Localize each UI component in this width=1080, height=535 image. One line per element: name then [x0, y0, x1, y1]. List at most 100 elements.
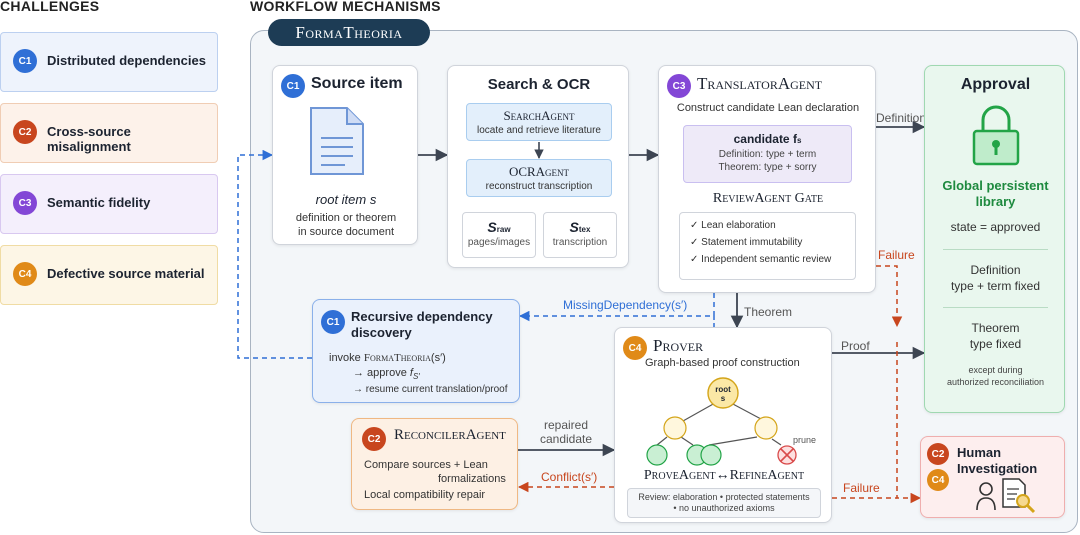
recursive-resume: → resume current translation/proof [353, 384, 508, 395]
ocr-agent-desc: reconstruct transcription [485, 181, 593, 192]
search-inner-arrow [534, 142, 544, 159]
label-definition: Definition [876, 111, 927, 125]
recursive-title-1: Recursive dependency [351, 309, 493, 324]
human-investigation-box: C2 C4 Human Investigation [920, 436, 1065, 518]
label-repaired-2: candidate [539, 432, 593, 446]
recursive-dependency-box: C1 Recursive dependency discovery invoke… [312, 299, 520, 403]
brand-tag: FormaTheoria [268, 19, 430, 46]
search-agent-desc: locate and retrieve literature [477, 125, 601, 136]
tex-box: Stex transcription [543, 212, 617, 258]
recursive-invoke: invoke FormaTheoria(s′) [329, 352, 446, 364]
review-checks-box: ✓ Lean elaboration ✓ Statement immutabil… [679, 212, 856, 280]
approval-thm-2: type fixed [969, 337, 1022, 351]
search-agent-box: SearchAgent locate and retrieve literatu… [466, 103, 612, 141]
label-failure-translator: Failure [878, 248, 915, 262]
library-title-1: Global persistent [942, 178, 1049, 193]
approve-prefix: → approve [353, 367, 410, 379]
translator-badge: C3 [667, 74, 691, 98]
graph-root-label-2: s [720, 394, 726, 403]
challenge-badge: C4 [13, 262, 37, 286]
review-gate-title: ReviewAgent Gate [712, 191, 824, 206]
label-theorem: Theorem [744, 305, 793, 319]
prune-label: prune [793, 435, 817, 445]
reconciler-line-2: formalizations [438, 473, 506, 485]
source-title: Source item [311, 75, 403, 92]
challenges-header: CHALLENGES [0, 0, 100, 14]
check-icon: ✓ [690, 237, 699, 248]
prover-box: C4 Prover Graph-based proof construction… [614, 327, 832, 523]
approval-divider-1 [943, 249, 1048, 250]
proof-graph [646, 377, 797, 466]
challenge-label: Semantic fidelity [47, 195, 151, 210]
prover-review-box: Review: elaboration • protected statemen… [627, 488, 821, 518]
check-label: Statement immutability [701, 237, 803, 248]
approval-def-1: Definition [970, 263, 1021, 277]
reconciler-agent-box: C2 ReconcilerAgent Compare sources + Lea… [351, 418, 518, 510]
invoke-fn: FormaTheoria [363, 352, 431, 364]
check-item: ✓ Lean elaboration [690, 220, 855, 231]
raw-desc: pages/images [467, 237, 531, 248]
prover-review-1: Review: elaboration • protected statemen… [638, 492, 810, 502]
approve-sub: S′ [412, 372, 420, 382]
label-repaired-1: repaired [543, 418, 589, 432]
library-title-2: library [975, 194, 1016, 209]
tex-sub: tex [578, 225, 591, 234]
check-item: ✓ Independent semantic review [690, 254, 855, 265]
challenge-c1: C1 Distributed dependencies [0, 32, 218, 92]
raw-box: Sraw pages/images [462, 212, 536, 258]
document-icon [310, 107, 364, 175]
source-desc-2: in source document [298, 226, 394, 238]
source-badge: C1 [281, 74, 305, 98]
invoke-prefix: invoke [329, 352, 364, 364]
challenge-badge: C3 [13, 191, 37, 215]
label-missing-dependency: MissingDependency(s′) [563, 298, 688, 312]
candidate-sub: s [796, 136, 802, 145]
label-proof: Proof [841, 339, 870, 353]
challenge-c3: C3 Semantic fidelity [0, 174, 218, 234]
tex-desc: transcription [552, 237, 608, 248]
approval-thm-1: Theorem [971, 321, 1020, 335]
graph-node-proved [700, 444, 722, 466]
recursive-badge: C1 [321, 310, 345, 334]
graph-node-proved [646, 444, 668, 466]
approval-title: Approval [960, 76, 1031, 93]
candidate-theorem: Theorem: type + sorry [718, 162, 817, 173]
challenge-label: Distributed dependencies [47, 53, 206, 68]
challenge-c4: C4 Defective source material [0, 245, 218, 305]
candidate-box: candidate fs Definition: type + term The… [683, 125, 852, 183]
edge-resume-loop [237, 149, 330, 359]
person-icon [976, 482, 996, 511]
prover-agents: ProveAgent↔RefineAgent [643, 468, 805, 483]
graph-root-label-1: root [715, 385, 731, 394]
check-label: Lean elaboration [701, 220, 776, 231]
approve-f: f [409, 367, 413, 379]
tex-symbol: S [569, 219, 579, 235]
label-repaired: repaired candidate [530, 418, 602, 446]
candidate-definition: Definition: type + term [718, 149, 817, 160]
reconciler-line-1: Compare sources + Lean [364, 459, 488, 471]
approval-except-1: except during [968, 365, 1023, 375]
check-icon: ✓ [690, 220, 699, 231]
translator-title: TranslatorAgent [697, 74, 823, 93]
recursive-approve: → approve fS′ [353, 367, 420, 381]
approval-box: Approval Global persistent library state… [924, 65, 1065, 413]
ocr-agent-name: OCRAgent [508, 164, 570, 179]
translator-agent-box: C3 TranslatorAgent Construct candidate L… [658, 65, 876, 293]
raw-symbol: S [487, 219, 497, 235]
human-badge-c4: C4 [927, 469, 949, 491]
prover-title: Prover [653, 336, 704, 355]
approval-divider-2 [943, 307, 1048, 308]
check-icon: ✓ [690, 254, 699, 265]
raw-sub: raw [496, 225, 511, 234]
challenge-label: Defective source material [47, 266, 205, 281]
check-label: Independent semantic review [701, 254, 832, 265]
document-search-icon [1002, 478, 1036, 514]
source-desc-1: definition or theorem [295, 212, 397, 224]
approval-def-2: type + term fixed [950, 279, 1041, 293]
ocr-agent-box: OCRAgent reconstruct transcription [466, 159, 612, 197]
challenge-badge: C2 [13, 120, 37, 144]
brand-name: FormaTheoria [295, 22, 403, 42]
search-ocr-box: Search & OCR SearchAgent locate and retr… [447, 65, 629, 268]
reconciler-title: ReconcilerAgent [394, 427, 506, 443]
